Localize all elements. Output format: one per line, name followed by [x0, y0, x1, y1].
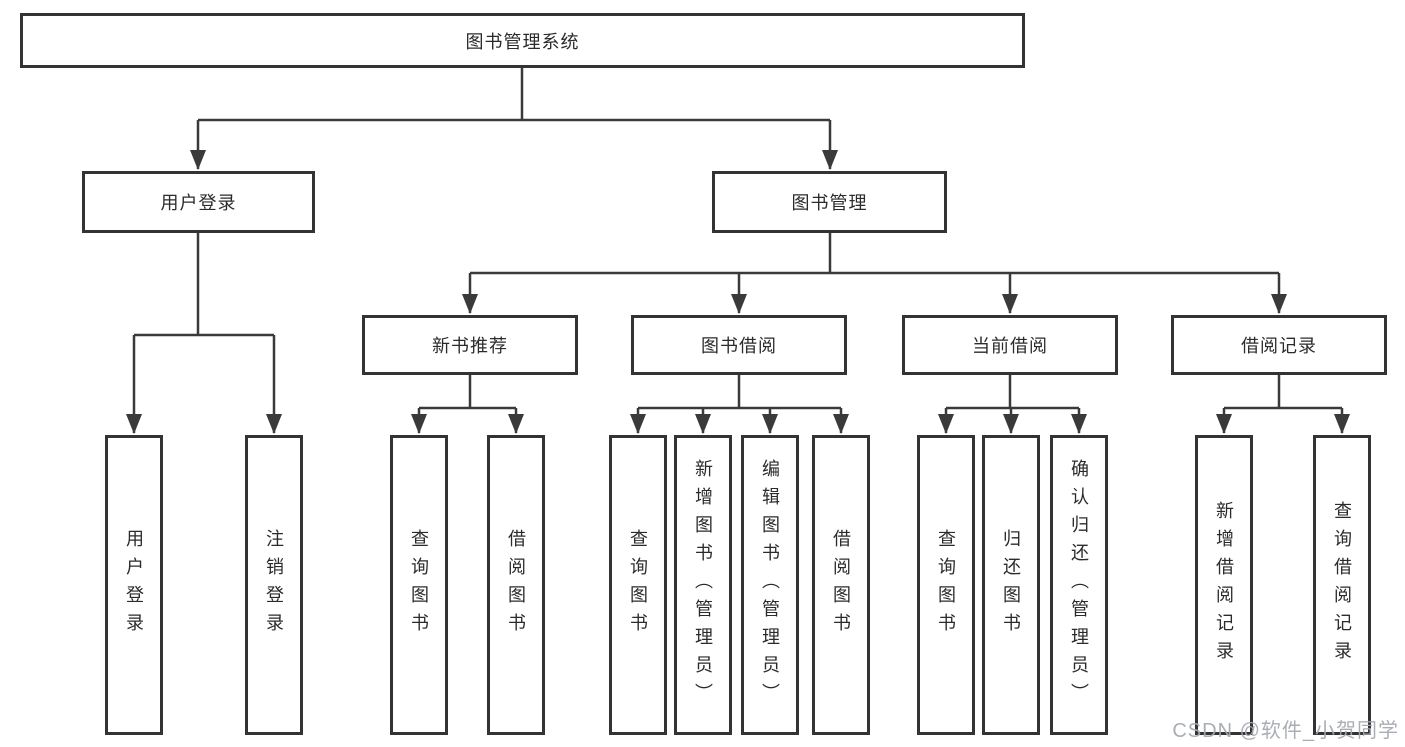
node-leaf-logout: 注销登录	[245, 435, 303, 735]
node-leaf-user-login: 用户登录	[105, 435, 163, 735]
node-leaf-query-books-2: 查询图书	[609, 435, 667, 735]
node-new-book-recommend: 新书推荐	[362, 315, 578, 375]
node-leaf-confirm-return-admin: 确认归还（管理员）	[1050, 435, 1108, 735]
node-leaf-add-books-admin: 新增图书（管理员）	[674, 435, 732, 735]
node-label: 借阅记录	[1241, 336, 1317, 356]
node-leaf-query-borrow-record: 查询借阅记录	[1313, 435, 1371, 735]
node-book-management: 图书管理	[712, 171, 947, 233]
node-label: 当前借阅	[972, 336, 1048, 356]
node-label: 用户登录	[124, 529, 144, 641]
node-leaf-query-books-1: 查询图书	[390, 435, 448, 735]
node-label: 用户登录	[160, 193, 237, 213]
node-leaf-add-borrow-record: 新增借阅记录	[1195, 435, 1253, 735]
node-borrowing-records: 借阅记录	[1171, 315, 1387, 375]
node-label: 查询图书	[936, 529, 956, 641]
node-label: 新书推荐	[432, 336, 508, 356]
node-label: 确认归还（管理员）	[1069, 459, 1089, 711]
node-leaf-edit-books-admin: 编辑图书（管理员）	[741, 435, 799, 735]
node-label: 图书管理	[791, 193, 868, 213]
node-leaf-query-books-3: 查询图书	[917, 435, 975, 735]
node-label: 查询图书	[628, 529, 648, 641]
node-label: 查询图书	[409, 529, 429, 641]
node-leaf-borrow-books-2: 借阅图书	[812, 435, 870, 735]
node-label: 归还图书	[1001, 529, 1021, 641]
node-user-login: 用户登录	[82, 171, 315, 233]
node-label: 注销登录	[264, 529, 284, 641]
node-label: 图书借阅	[701, 336, 777, 356]
node-label: 借阅图书	[831, 529, 851, 641]
node-label: 图书管理系统	[465, 31, 580, 52]
node-root-system: 图书管理系统	[20, 13, 1025, 68]
node-label: 新增借阅记录	[1214, 501, 1234, 669]
node-label: 查询借阅记录	[1332, 501, 1352, 669]
node-book-borrowing: 图书借阅	[631, 315, 847, 375]
csdn-watermark: CSDN @软件_小贺同学	[1172, 720, 1399, 742]
node-label: 借阅图书	[506, 529, 526, 641]
node-leaf-return-books: 归还图书	[982, 435, 1040, 735]
node-label: 编辑图书（管理员）	[760, 459, 780, 711]
node-label: 新增图书（管理员）	[693, 459, 713, 711]
node-current-borrowing: 当前借阅	[902, 315, 1118, 375]
node-leaf-borrow-books-1: 借阅图书	[487, 435, 545, 735]
